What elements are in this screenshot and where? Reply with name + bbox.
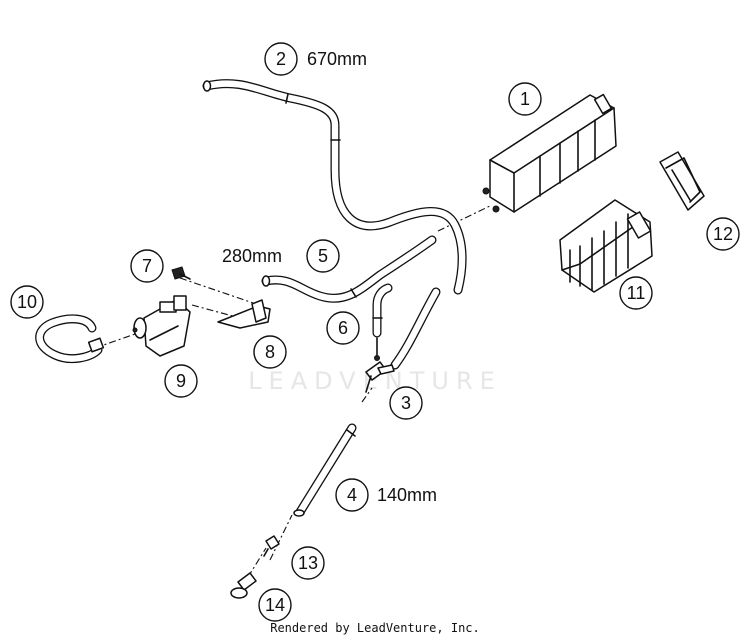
callout-5[interactable]: 5 xyxy=(306,239,340,273)
part-9-purge-valve[interactable] xyxy=(132,295,191,357)
part-5-hose[interactable] xyxy=(261,235,437,303)
part-14-cap[interactable] xyxy=(230,572,257,599)
callout-11[interactable]: 11 xyxy=(619,276,653,310)
part-2-hose-lower xyxy=(390,287,441,370)
callout-number: 5 xyxy=(318,246,328,266)
callout-2[interactable]: 2 xyxy=(264,42,298,76)
part-1-canister[interactable] xyxy=(482,93,617,213)
callout-12[interactable]: 12 xyxy=(706,217,740,251)
callout-number: 11 xyxy=(627,283,646,303)
callout-number: 2 xyxy=(276,49,286,69)
part-7-bolt[interactable] xyxy=(171,266,191,280)
callout-number: 9 xyxy=(176,371,186,391)
callout-number: 1 xyxy=(520,89,530,109)
callout-number: 7 xyxy=(142,256,152,276)
callout-3[interactable]: 3 xyxy=(389,386,423,420)
callout-number: 4 xyxy=(347,485,357,505)
callout-1[interactable]: 1 xyxy=(508,82,542,116)
callout-number: 8 xyxy=(265,342,275,362)
callout-8[interactable]: 8 xyxy=(253,335,287,369)
callout-number: 12 xyxy=(713,224,733,244)
callout-number: 6 xyxy=(338,318,348,338)
callout-number: 14 xyxy=(265,595,285,615)
callout-number: 10 xyxy=(17,292,37,312)
part-3-tee-fitting[interactable] xyxy=(365,355,395,393)
callout-6[interactable]: 6 xyxy=(326,311,360,345)
part-12-strap[interactable] xyxy=(659,151,705,211)
callout-4[interactable]: 4 xyxy=(335,478,369,512)
part-11-bracket[interactable] xyxy=(559,199,653,293)
part-4-hose[interactable] xyxy=(293,423,357,517)
part-10-hose-loop[interactable] xyxy=(35,314,105,364)
part-6-elbow-hose[interactable] xyxy=(372,283,393,356)
callout-13[interactable]: 13 xyxy=(291,546,325,580)
length-label-5: 280mm xyxy=(222,246,282,266)
credit-line: Rendered by LeadVenture, Inc. xyxy=(270,621,480,635)
callout-number: 13 xyxy=(298,553,318,573)
length-label-2: 670mm xyxy=(307,49,367,69)
callout-number: 3 xyxy=(401,393,411,413)
length-label-4: 140mm xyxy=(377,485,437,505)
callout-9[interactable]: 9 xyxy=(164,364,198,398)
part-2-hose[interactable] xyxy=(202,79,467,295)
part-8-bracket[interactable] xyxy=(217,299,271,329)
callout-14[interactable]: 14 xyxy=(258,588,292,622)
callout-10[interactable]: 10 xyxy=(10,285,44,319)
part-13-fitting[interactable] xyxy=(263,535,280,557)
callout-7[interactable]: 7 xyxy=(130,249,164,283)
